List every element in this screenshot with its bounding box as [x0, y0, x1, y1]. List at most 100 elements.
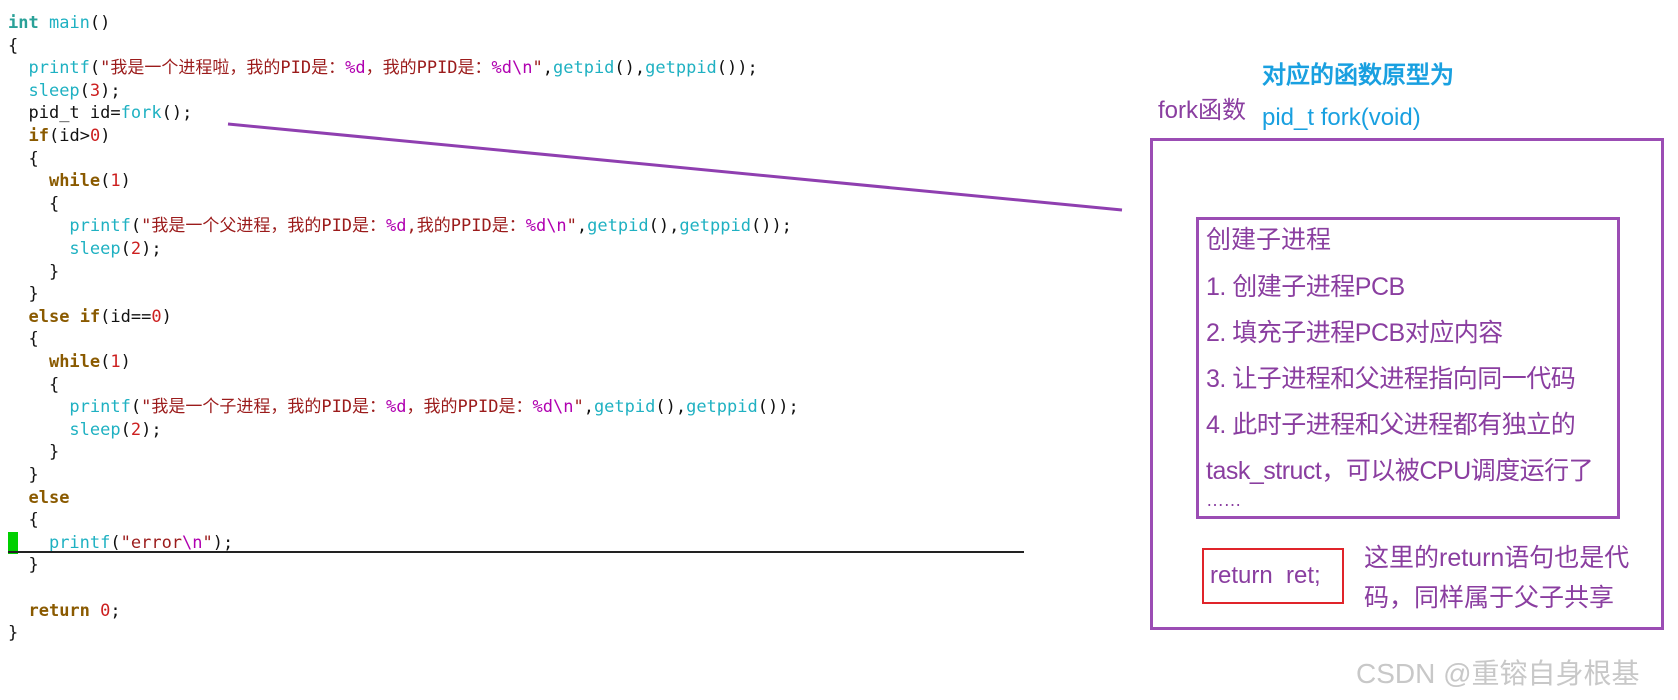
- code-token: ": [202, 532, 213, 553]
- code-token: %d\n: [525, 216, 567, 237]
- step-2: 2. 填充子进程PCB对应内容: [1206, 319, 1503, 347]
- code-token: sleep: [69, 239, 121, 259]
- code-token: 1: [110, 171, 121, 192]
- code-token: 0: [89, 126, 101, 146]
- code-token: }: [8, 284, 39, 305]
- code-token: 3: [89, 80, 101, 101]
- return-note-line1: 这里的return语句也是代: [1364, 544, 1630, 572]
- code-token: %d: [345, 58, 366, 79]
- code-token: getpid: [553, 58, 615, 79]
- code-token: ,: [542, 58, 553, 79]
- code-token: [8, 171, 49, 191]
- code-token: ,: [583, 397, 594, 418]
- create-child-process-box: [1196, 217, 1620, 519]
- code-token: else: [28, 487, 70, 508]
- code-token: [8, 601, 28, 621]
- step-3: 3. 让子进程和父进程指向同一代码: [1206, 365, 1576, 393]
- code-line: }: [8, 261, 59, 283]
- code-token: (: [89, 58, 101, 79]
- code-token: (): [89, 13, 111, 33]
- code-line: {: [8, 148, 39, 170]
- code-token: ): [100, 126, 111, 146]
- code-token: ());: [750, 216, 792, 237]
- code-token: while: [48, 352, 101, 372]
- code-token: sleep: [69, 419, 121, 440]
- code-line: printf("我是一个父进程，我的PID是：%d,我的PPID是：%d\n",…: [8, 215, 792, 237]
- code-token: }: [8, 555, 39, 576]
- code-token: ());: [757, 397, 799, 418]
- code-token: (: [79, 80, 90, 101]
- code-token: {: [8, 148, 39, 169]
- code-line: {: [8, 35, 18, 57]
- code-token: (: [120, 239, 131, 259]
- code-line: while(1): [8, 170, 131, 192]
- code-token: (: [130, 216, 142, 237]
- code-token: [39, 13, 49, 33]
- code-token: [8, 488, 28, 508]
- code-token: getppid: [679, 216, 751, 237]
- code-token: {: [8, 510, 39, 531]
- fork-explanation-panel: [1150, 138, 1664, 630]
- code-token: [69, 307, 79, 327]
- code-token: else: [28, 306, 70, 327]
- code-token: "我是一个父进程，我的PID是：: [141, 216, 387, 237]
- code-line: return 0;: [8, 600, 120, 622]
- code-token: 1: [110, 352, 121, 372]
- code-token: ());: [716, 58, 758, 79]
- cursor-line-underline: [8, 551, 1024, 553]
- code-token: );: [141, 419, 162, 440]
- code-line: }: [8, 622, 18, 644]
- code-token: int: [8, 13, 39, 33]
- code-token: {: [8, 374, 60, 395]
- code-token: (: [100, 352, 111, 372]
- code-token: [8, 126, 28, 146]
- code-token: {: [8, 35, 19, 56]
- code-line: int main(): [8, 12, 110, 34]
- code-token: %d\n: [532, 397, 574, 418]
- code-token: }: [8, 623, 19, 644]
- code-token: (),: [648, 216, 680, 237]
- code-token: fork: [120, 103, 162, 124]
- code-token: ，我的PPID是：: [406, 397, 533, 418]
- code-token: ": [573, 397, 584, 418]
- code-token: ": [532, 58, 543, 79]
- code-line: printf("我是一个子进程，我的PID是：%d，我的PPID是：%d\n",…: [8, 396, 799, 418]
- code-line: }: [8, 554, 39, 576]
- code-token: sleep: [28, 80, 80, 101]
- code-token: [90, 601, 100, 621]
- code-token: {: [8, 329, 39, 350]
- code-line: }: [8, 464, 38, 486]
- code-line: printf("我是一个进程啦，我的PID是：%d，我的PPID是：%d\n",…: [8, 57, 758, 79]
- code-token: ": [566, 216, 577, 237]
- code-token: %d: [386, 216, 407, 237]
- code-line: }: [8, 283, 39, 305]
- csdn-watermark: CSDN @重镕自身根基: [1356, 658, 1640, 689]
- code-token: ): [161, 306, 172, 327]
- code-line: while(1): [8, 351, 131, 373]
- code-token: 2: [130, 239, 142, 259]
- code-line: {: [8, 193, 59, 215]
- code-line: sleep(2);: [8, 238, 161, 260]
- code-line: sleep(2);: [8, 419, 162, 441]
- code-line: {: [8, 328, 39, 350]
- code-token: if: [79, 306, 101, 327]
- code-editor[interactable]: int main(){ printf("我是一个进程啦，我的PID是：%d，我的…: [0, 0, 1030, 700]
- code-token: id: [59, 126, 80, 146]
- code-token: %d\n: [491, 58, 533, 79]
- code-line: pid_t id=fork();: [8, 102, 192, 124]
- code-token: "我是一个子进程，我的PID是：: [141, 397, 387, 418]
- step-4-continued: task_struct，可以被CPU调度运行了: [1206, 457, 1594, 485]
- code-token: (),: [655, 397, 687, 418]
- code-token: \n: [182, 532, 203, 553]
- code-token: ，我的PPID是：: [365, 58, 492, 79]
- code-token: (: [100, 306, 111, 327]
- code-token: pid_t: [28, 103, 80, 124]
- function-signature: pid_t fork(void): [1262, 104, 1421, 131]
- return-note-line2: 码，同样属于父子共享: [1364, 584, 1615, 612]
- code-token: (),: [614, 58, 646, 79]
- code-token: printf: [69, 216, 131, 237]
- return-statement-box: [1202, 548, 1344, 604]
- prototype-caption: 对应的函数原型为: [1262, 62, 1454, 89]
- code-token: (: [48, 126, 60, 146]
- code-token: }: [8, 261, 60, 282]
